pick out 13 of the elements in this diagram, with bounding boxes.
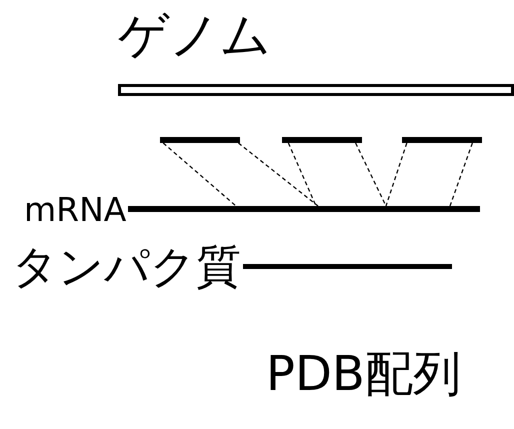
exon-bar xyxy=(160,137,240,143)
exon-bar xyxy=(282,137,362,143)
dashed-connector xyxy=(288,142,317,206)
sequence-label: ゲノム xyxy=(118,10,272,60)
exon-bar xyxy=(402,137,482,143)
sequence-label: mRNA xyxy=(24,192,126,226)
dashed-connector xyxy=(385,142,408,206)
dashed-connector xyxy=(238,142,318,206)
dashed-connector xyxy=(449,142,473,206)
sequence-label: タンパク質 xyxy=(12,244,241,288)
dashed-connector xyxy=(162,142,236,206)
dashed-connector xyxy=(355,142,387,206)
sequence-label: PDB配列 xyxy=(266,350,461,398)
